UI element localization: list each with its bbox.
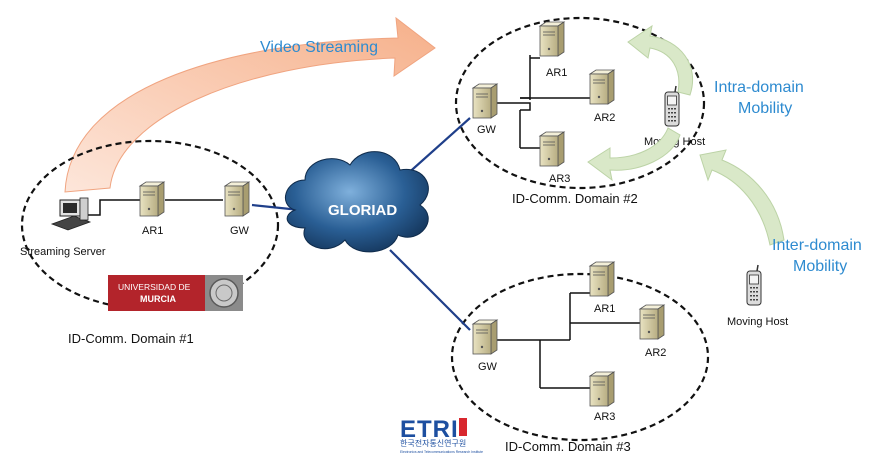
svg-text:MURCIA: MURCIA <box>140 294 176 304</box>
domain-2-links <box>497 55 590 149</box>
domain-2-ar1-label: AR1 <box>546 67 567 79</box>
domain-3-ar2-server-icon <box>639 304 665 340</box>
etri-english-name: Electronics and Telecommunications Resea… <box>400 450 483 454</box>
etri-korean-name: 한국전자통신연구원 <box>400 438 466 448</box>
svg-text:UNIVERSIDAD DE: UNIVERSIDAD DE <box>118 282 191 292</box>
streaming-server-icon <box>50 197 92 231</box>
inter-domain-arrow <box>699 149 785 246</box>
intra-domain-label-line2: Mobility <box>738 100 792 117</box>
etri-logo: ETRI 한국전자통신연구원 Electronics and Telecommu… <box>400 416 483 454</box>
domain-3-gw-label: GW <box>478 361 498 373</box>
domain-1-caption: ID-Comm. Domain #1 <box>68 331 194 346</box>
domain-2-ar1-server-icon <box>539 21 565 57</box>
domain-1-boundary <box>20 139 280 311</box>
domain-1-links <box>88 199 223 216</box>
domain-2-caption: ID-Comm. Domain #2 <box>512 191 638 206</box>
domain-2-ar3-label: AR3 <box>549 173 570 185</box>
inter-domain-label-line2: Mobility <box>793 258 847 275</box>
intra-domain-arrow-top <box>627 24 694 96</box>
inter-domain-label-line1: Inter-domain <box>772 237 862 254</box>
domain-2-ar2-server-icon <box>589 69 615 105</box>
video-streaming-label: Video Streaming <box>260 39 378 56</box>
domain-3-ar1-server-icon <box>589 261 615 297</box>
outside-moving-host-phone-icon <box>746 264 762 306</box>
domain-1-ar1-server-icon <box>139 181 165 217</box>
domain-3-ar3-label: AR3 <box>594 411 615 423</box>
domain-1-gw-server-icon <box>224 181 250 217</box>
domain-2-ar3-server-icon <box>539 131 565 167</box>
intra-domain-label-line1: Intra-domain <box>714 79 804 96</box>
gloriad-cloud: GLORIAD <box>284 151 429 253</box>
domain-3-boundary <box>450 272 710 442</box>
domain-3-ar2-label: AR2 <box>645 347 666 359</box>
domain-2-moving-host-phone-icon <box>664 85 680 127</box>
intra-domain-arrow-bottom <box>587 127 681 182</box>
domain-1-ar1-label: AR1 <box>142 225 163 237</box>
domain-3-ar3-server-icon <box>589 371 615 407</box>
domain-2-ar2-label: AR2 <box>594 112 615 124</box>
video-streaming-arrow <box>64 16 436 193</box>
domain-3-gw-server-icon <box>472 319 498 355</box>
domain-3-ar1-label: AR1 <box>594 303 615 315</box>
domain-2-gw-server-icon <box>472 83 498 119</box>
domain-3-caption: ID-Comm. Domain #3 <box>505 439 631 454</box>
etri-wordmark: ETRI <box>400 416 459 443</box>
outside-moving-host-label: Moving Host <box>727 316 788 328</box>
streaming-server-label: Streaming Server <box>20 246 106 258</box>
domain-2-boundary <box>454 16 706 190</box>
domain-1-gw-label: GW <box>230 225 250 237</box>
domain-3-links <box>497 292 640 389</box>
domain-2-gw-label: GW <box>477 124 497 136</box>
gloriad-label: GLORIAD <box>328 202 397 219</box>
universidad-murcia-logo: UNIVERSIDAD DE MURCIA <box>108 275 243 311</box>
